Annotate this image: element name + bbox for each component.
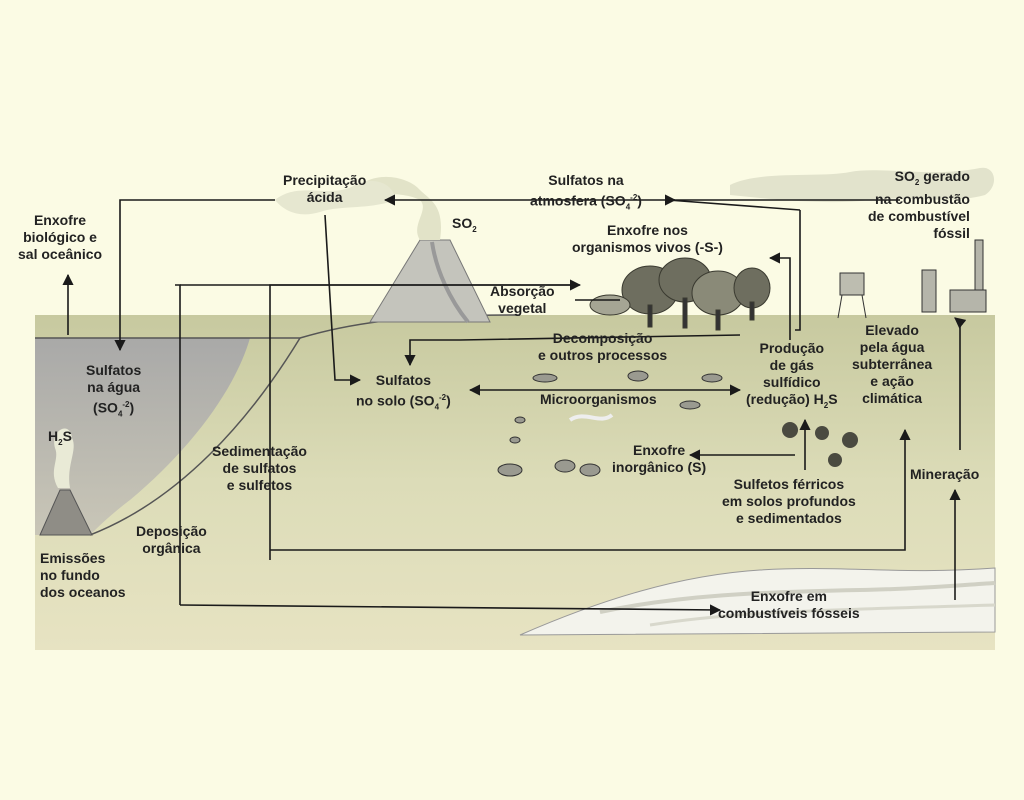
label-elevado-agua: Elevado pela água subterrânea e ação cli… bbox=[852, 322, 933, 406]
label-enxofre-inorganico: Enxofre inorgânico (S) bbox=[612, 442, 707, 475]
volcano bbox=[369, 239, 491, 323]
cycle-arrows bbox=[62, 194, 967, 616]
label-sulfetos-ferricos: Sulfetos férricos em solos profundos e s… bbox=[722, 476, 856, 526]
label-h2s-ocean: H2S bbox=[48, 428, 72, 447]
label-mineracao: Mineração bbox=[910, 466, 980, 482]
ocean-basin bbox=[35, 338, 250, 535]
label-producao-gas: Produção de gás sulfídico (redução) H2S bbox=[746, 340, 838, 410]
microorganisms bbox=[497, 370, 723, 477]
label-enxofre-biologico: Enxofre biológico e sal oceânico bbox=[18, 212, 103, 262]
label-precipitacao-acida: Precipitação ácida bbox=[283, 172, 367, 205]
arrow-to-organisms bbox=[768, 252, 791, 340]
underwater-volcano bbox=[39, 489, 93, 536]
label-microorganismos: Microorganismos bbox=[540, 391, 657, 407]
factory-smoke bbox=[730, 167, 995, 203]
arrow-atm-link bbox=[667, 199, 801, 211]
label-so2-combustao: SO2 gerado na combustão de combustível f… bbox=[868, 168, 970, 241]
h2s-smoke bbox=[53, 428, 74, 488]
label-emissoes: Emissões no fundo dos oceanos bbox=[40, 550, 126, 600]
label-so2-volcano: SO2 bbox=[452, 215, 477, 234]
label-enxofre-fosseis: Enxofre em combustíveis fósseis bbox=[718, 588, 860, 621]
fossil-layer bbox=[519, 567, 996, 636]
arrow-deposition-bottom bbox=[179, 604, 722, 616]
arrow-decomposition bbox=[404, 334, 741, 367]
iron-sulfides bbox=[782, 422, 858, 467]
arrow-sedimentation-bottom bbox=[270, 428, 911, 551]
forest bbox=[589, 257, 771, 331]
arrow-precipitation-to-soil bbox=[324, 214, 362, 386]
label-absorcao-vegetal: Absorção vegetal bbox=[490, 283, 555, 316]
arrow-fire-to-atmosphere bbox=[795, 210, 801, 331]
label-sulfatos-atmosfera: Sulfatos na atmosfera (SO4-2) bbox=[530, 172, 642, 212]
arrow-precipitation-to-water bbox=[114, 199, 275, 352]
ocean-floor bbox=[89, 337, 301, 536]
water-tower bbox=[837, 272, 867, 319]
label-sulfatos-agua: Sulfatos na água (SO4-2) bbox=[86, 362, 142, 419]
arrow-mining-up bbox=[954, 317, 967, 450]
label-sedimentacao: Sedimentação de sulfatos e sulfetos bbox=[212, 443, 307, 493]
label-sulfatos-solo: Sulfatos no solo (SO4-2) bbox=[356, 372, 451, 412]
label-deposicao-organica: Deposição orgânica bbox=[136, 523, 207, 556]
label-decomposicao: Decomposição e outros processos bbox=[538, 330, 668, 363]
label-enxofre-organismos: Enxofre nos organismos vivos (-S-) bbox=[572, 222, 723, 255]
factory bbox=[921, 239, 987, 313]
